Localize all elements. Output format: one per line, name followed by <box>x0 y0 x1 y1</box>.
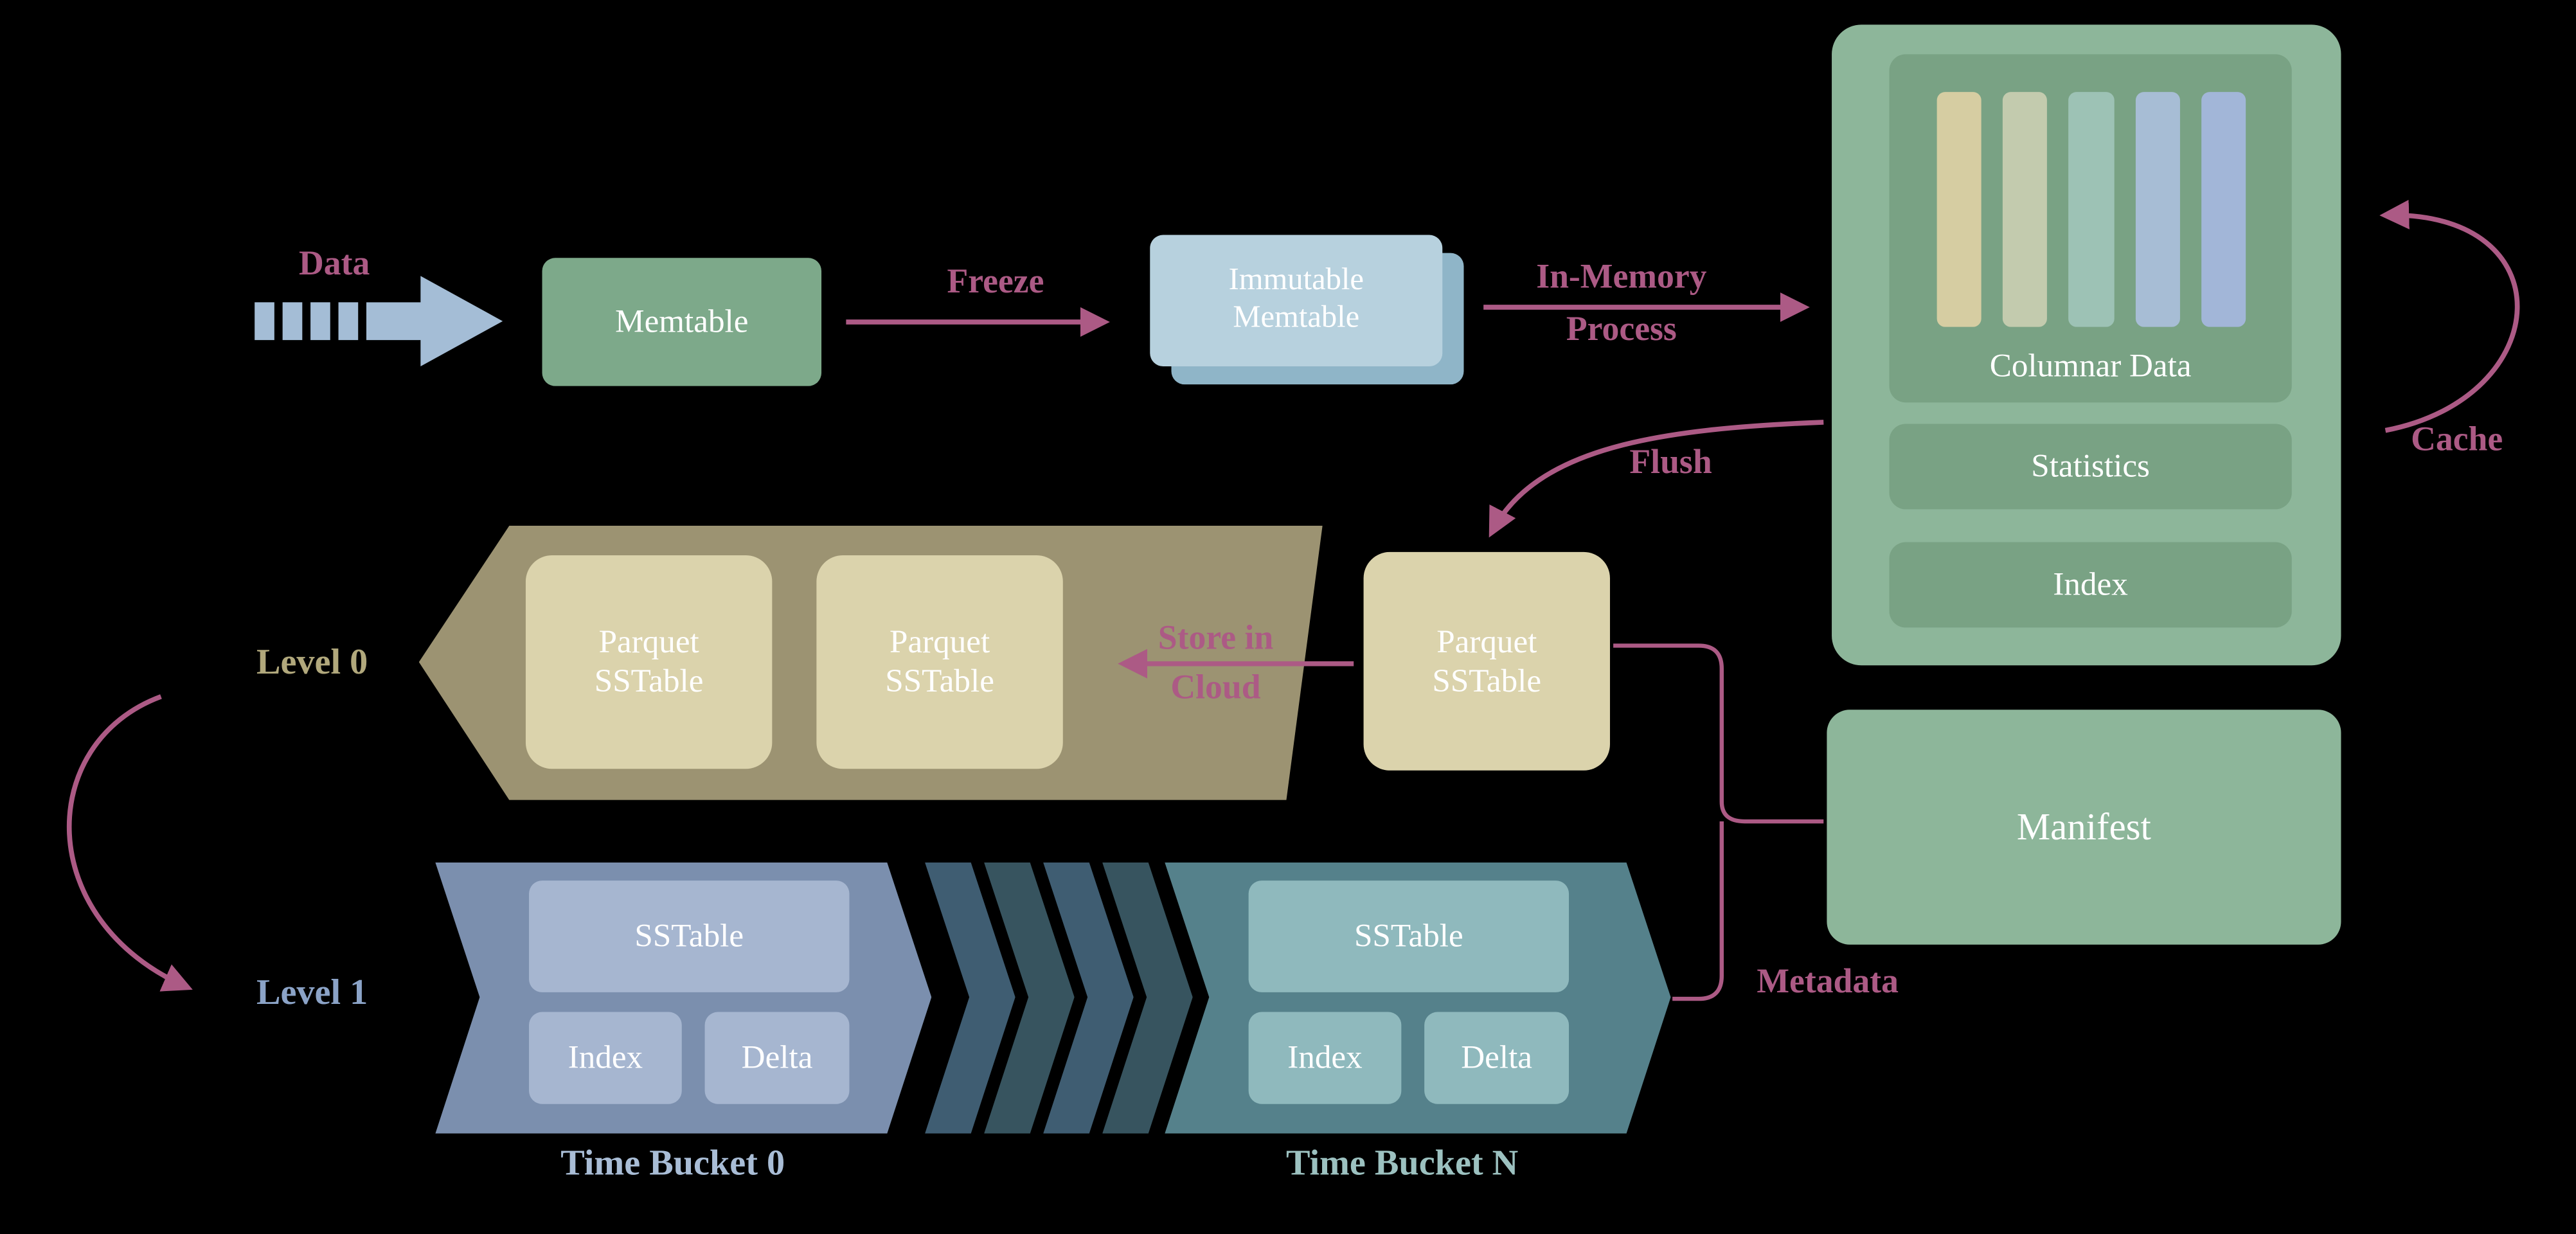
manifest-label: Manifest <box>2016 806 2151 848</box>
flush-label: Flush <box>1597 443 1745 481</box>
in-memory-process-label: In-Memory Process <box>1498 256 1744 349</box>
immutable-memtable-box: Immutable Memtable <box>1150 235 1443 367</box>
freeze-label-text: Freeze <box>947 261 1044 301</box>
memtable-label: Memtable <box>615 303 749 341</box>
delta-box-bucket0: Delta <box>704 1012 850 1104</box>
memtable-box: Memtable <box>542 258 822 386</box>
level0-to-level1-arrow <box>67 694 193 992</box>
time-bucket-0-label: Time Bucket 0 <box>463 1143 882 1183</box>
index-box-bucket0: Index <box>529 1012 682 1104</box>
sstable-box-bucketn: SSTable <box>1248 881 1570 992</box>
store-line2: Cloud <box>1170 667 1261 707</box>
delta-label: Delta <box>741 1040 813 1077</box>
parquet-sstable-b: Parquet SSTable <box>816 555 1063 769</box>
time-bucket-n-text: Time Bucket N <box>1285 1141 1519 1183</box>
sstable-label: SSTable <box>634 918 744 955</box>
data-label: Data <box>273 243 396 283</box>
columnar-bar <box>2069 92 2114 327</box>
index-label: Index <box>568 1040 643 1077</box>
statistics-box: Statistics <box>1889 424 2292 510</box>
level0-label: Level 0 <box>224 640 401 682</box>
manifest-box: Manifest <box>1827 710 2341 945</box>
freeze-label: Freeze <box>913 261 1078 301</box>
cache-arrow <box>2379 199 2520 433</box>
level0-label-text: Level 0 <box>256 640 368 682</box>
cache-label: Cache <box>2379 420 2535 458</box>
sstable-box-bucket0: SSTable <box>529 881 850 992</box>
index-box-bucketn: Index <box>1248 1012 1402 1104</box>
parquet-sstable-label: Parquet SSTable <box>1432 623 1542 699</box>
time-bucket-n-label: Time Bucket N <box>1193 1143 1612 1183</box>
data-label-text: Data <box>298 243 370 283</box>
parquet-sstable-label: Parquet SSTable <box>594 624 704 700</box>
index-label: Index <box>2053 566 2128 604</box>
parquet-sstable-a: Parquet SSTable <box>525 555 773 769</box>
flush-label-text: Flush <box>1629 442 1712 481</box>
columnar-bars <box>1936 92 2246 327</box>
index-box: Index <box>1889 542 2292 628</box>
columnar-data-label: Columnar Data <box>1989 348 2192 385</box>
sstable-label: SSTable <box>1354 918 1463 955</box>
columnar-bar <box>2201 92 2246 327</box>
metadata-label-text: Metadata <box>1757 961 1899 1001</box>
immutable-memtable-label: Immutable Memtable <box>1228 263 1364 335</box>
columnar-bar <box>2134 92 2180 327</box>
data-arrow <box>255 276 503 367</box>
cache-label-text: Cache <box>2411 418 2503 459</box>
in-memory-line1: In-Memory <box>1536 256 1707 296</box>
columnar-bar <box>1936 92 1982 327</box>
statistics-label: Statistics <box>2031 448 2150 485</box>
level1-label-text: Level 1 <box>256 970 368 1012</box>
parquet-sstable-flushed: Parquet SSTable <box>1363 551 1610 771</box>
delta-box-bucketn: Delta <box>1424 1012 1570 1104</box>
store-line1: Store in <box>1158 618 1274 657</box>
metadata-label: Metadata <box>1725 961 1931 1001</box>
time-bucket-0-text: Time Bucket 0 <box>560 1141 785 1183</box>
index-label: Index <box>1287 1040 1363 1077</box>
delta-label: Delta <box>1461 1040 1532 1077</box>
parquet-sstable-label: Parquet SSTable <box>885 624 994 700</box>
columnar-data-label-row: Columnar Data <box>1890 342 2292 391</box>
store-in-cloud-label: Store in Cloud <box>1131 618 1301 707</box>
columnar-bar <box>2003 92 2048 327</box>
in-memory-line2: Process <box>1566 308 1677 349</box>
level1-label: Level 1 <box>224 972 401 1012</box>
